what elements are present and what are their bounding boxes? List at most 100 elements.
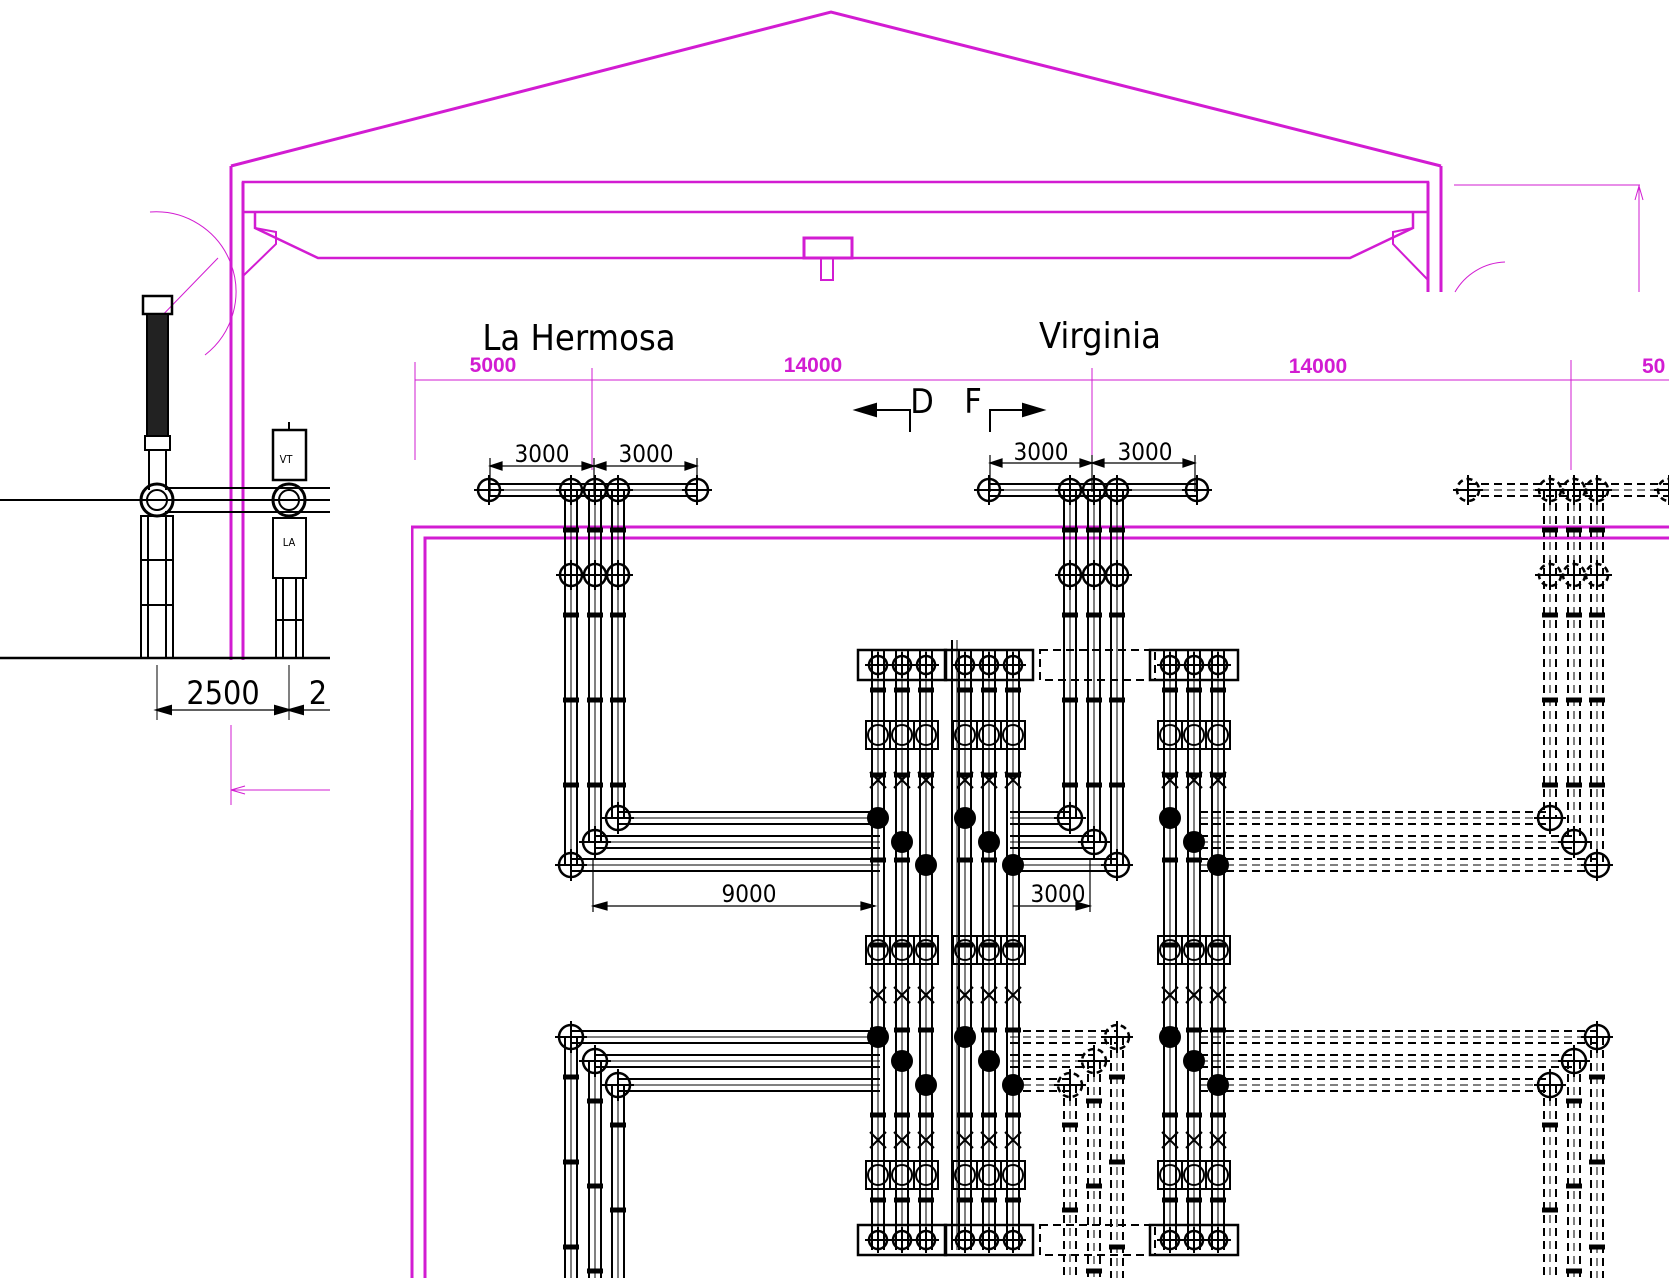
breaker-disc	[1002, 939, 1024, 961]
breaker-disc	[1207, 724, 1229, 746]
disconnector	[1185, 771, 1203, 789]
tee-node	[954, 1026, 976, 1048]
tee-node	[915, 854, 937, 876]
breaker-disc	[954, 1164, 976, 1186]
breaker-disc	[1002, 724, 1024, 746]
bushing-insulator	[146, 313, 169, 437]
column-cap	[943, 648, 1035, 682]
disconnector	[1161, 1131, 1179, 1149]
dim-3000-mid: 3000	[1031, 880, 1086, 908]
breaker-disc	[915, 724, 937, 746]
disconnector	[1004, 1131, 1022, 1149]
disconnector	[1209, 771, 1227, 789]
vt-label: VT	[280, 453, 294, 466]
breaker-disc	[867, 939, 889, 961]
disconnector	[917, 771, 935, 789]
breaker-box	[913, 1160, 939, 1190]
future-link	[1039, 1224, 1156, 1256]
breaker-box	[1205, 935, 1231, 965]
breaker-box	[1205, 1160, 1231, 1190]
disconnector	[956, 1131, 974, 1149]
disconnector	[893, 771, 911, 789]
disconnector	[1209, 986, 1227, 1004]
breaker-disc	[891, 939, 913, 961]
disconnector	[980, 986, 998, 1004]
dim-top-50: 50	[1642, 355, 1665, 378]
tee-node	[867, 807, 889, 829]
tee-node	[954, 807, 976, 829]
crane-hook	[802, 236, 854, 260]
dim-right-b: 3000	[1118, 438, 1173, 466]
breaker-disc	[867, 724, 889, 746]
dim-top-14000-right: 14000	[1289, 355, 1347, 378]
tee-node	[1207, 854, 1229, 876]
breaker-disc	[1183, 724, 1205, 746]
breaker-box	[1000, 720, 1026, 750]
tee-node	[891, 831, 913, 853]
breaker-disc	[954, 939, 976, 961]
tee-node	[1002, 1074, 1024, 1096]
bay-label-la-hermosa: La Hermosa	[482, 318, 675, 359]
tee-node	[978, 831, 1000, 853]
breaker-disc	[1207, 1164, 1229, 1186]
section-mark-f: F	[964, 382, 982, 422]
breaker-disc	[954, 724, 976, 746]
breaker-box	[913, 720, 939, 750]
breaker-disc	[1159, 1164, 1181, 1186]
column-cap	[1148, 648, 1240, 682]
column-base	[1148, 1223, 1240, 1257]
section-crop	[331, 270, 411, 810]
tee-node	[1159, 807, 1181, 829]
breaker-box	[913, 935, 939, 965]
breaker-disc	[891, 724, 913, 746]
disconnector	[956, 986, 974, 1004]
door-swing-left	[149, 211, 237, 356]
breaker-disc	[978, 939, 1000, 961]
tee-node	[915, 1074, 937, 1096]
tee-node	[978, 1050, 1000, 1072]
dim-top-5000: 5000	[470, 354, 517, 377]
disconnector	[869, 771, 887, 789]
disconnector	[1004, 986, 1022, 1004]
dim-right-a: 3000	[1014, 438, 1069, 466]
dim-left-a: 3000	[515, 440, 570, 468]
breaker-disc	[1183, 1164, 1205, 1186]
dim-top-14000-left: 14000	[784, 354, 842, 377]
tee-node	[1159, 1026, 1181, 1048]
tee-node	[1207, 1074, 1229, 1096]
breaker-disc	[891, 1164, 913, 1186]
disconnector	[893, 986, 911, 1004]
breaker-disc	[915, 1164, 937, 1186]
breaker-box	[1000, 935, 1026, 965]
la-label: LA	[283, 536, 296, 549]
disconnector	[1209, 1131, 1227, 1149]
disconnector	[869, 1131, 887, 1149]
section-view	[0, 294, 330, 720]
breaker-disc	[1002, 1164, 1024, 1186]
dim-elev: 2500	[186, 674, 259, 712]
disconnector	[980, 771, 998, 789]
building-outline	[149, 10, 1644, 805]
breaker-disc	[867, 1164, 889, 1186]
disconnector	[1004, 771, 1022, 789]
gis-room-wall	[410, 360, 1669, 1278]
disconnector	[869, 986, 887, 1004]
breaker-disc	[1207, 939, 1229, 961]
dim-left-b: 3000	[619, 440, 674, 468]
column-base	[943, 1223, 1035, 1257]
dim-elev2: 2	[309, 674, 327, 712]
disconnector	[1161, 771, 1179, 789]
disconnector	[1161, 986, 1179, 1004]
disconnector	[917, 986, 935, 1004]
gis-equipment	[474, 475, 1669, 1278]
breaker-disc	[915, 939, 937, 961]
tee-node	[1002, 854, 1024, 876]
tee-node	[1183, 831, 1205, 853]
breaker-disc	[978, 724, 1000, 746]
breaker-disc	[978, 1164, 1000, 1186]
breaker-disc	[1159, 939, 1181, 961]
tee-node	[891, 1050, 913, 1072]
breaker-disc	[1183, 939, 1205, 961]
disconnector	[893, 1131, 911, 1149]
